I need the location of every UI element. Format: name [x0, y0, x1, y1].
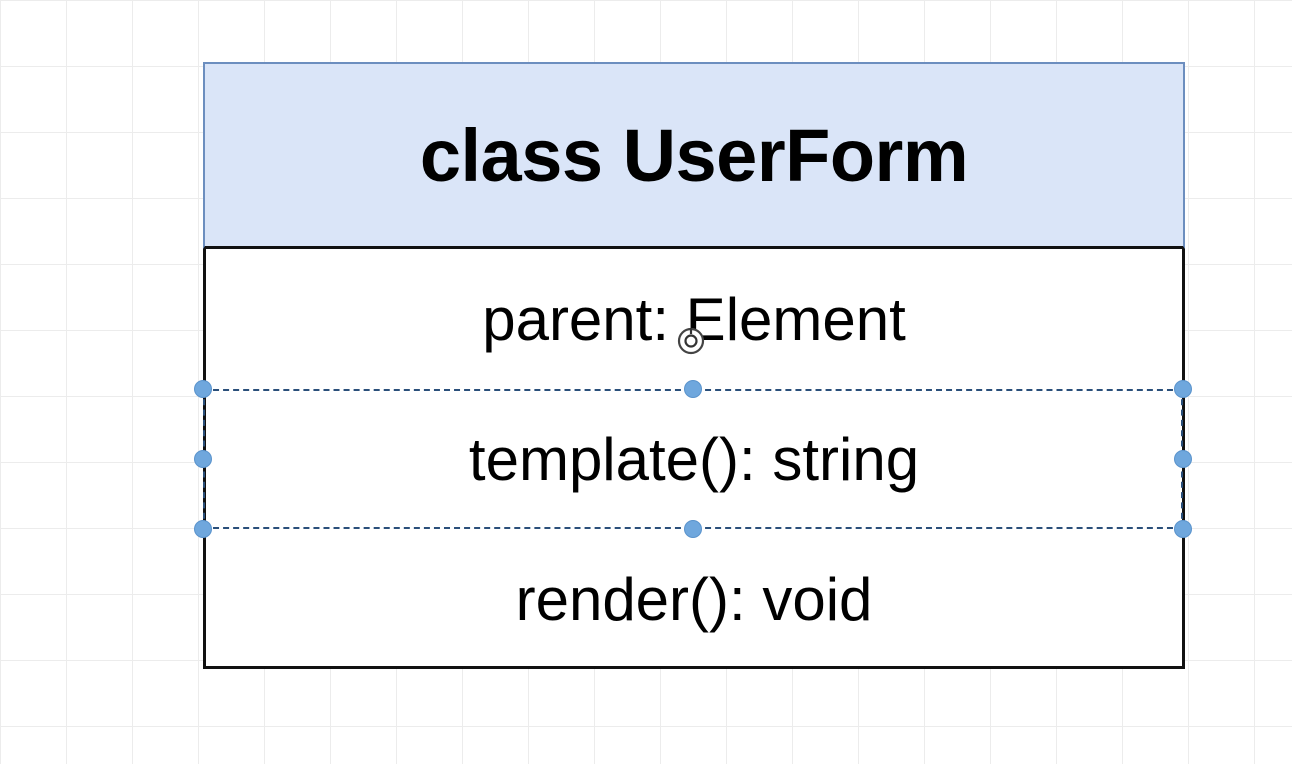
class-members: parent: Element template(): string rende… [203, 249, 1185, 669]
resize-handle-top-right[interactable] [1174, 380, 1192, 398]
class-title: class UserForm [419, 113, 969, 197]
resize-handle-middle-right[interactable] [1174, 450, 1192, 468]
resize-handle-top-middle[interactable] [684, 380, 702, 398]
member-row-render[interactable]: render(): void [206, 529, 1182, 669]
resize-handle-top-left[interactable] [194, 380, 212, 398]
member-label: template(): string [468, 425, 920, 493]
resize-handle-middle-left[interactable] [194, 450, 212, 468]
rotate-cursor-icon [677, 327, 705, 355]
uml-class-box[interactable]: class UserForm parent: Element template(… [203, 62, 1185, 669]
class-header[interactable]: class UserForm [203, 62, 1185, 249]
member-row-parent[interactable]: parent: Element [206, 249, 1182, 389]
resize-handle-bottom-left[interactable] [194, 520, 212, 538]
member-label: render(): void [515, 565, 873, 633]
resize-handle-bottom-middle[interactable] [684, 520, 702, 538]
resize-handle-bottom-right[interactable] [1174, 520, 1192, 538]
member-row-template[interactable]: template(): string [206, 389, 1182, 529]
